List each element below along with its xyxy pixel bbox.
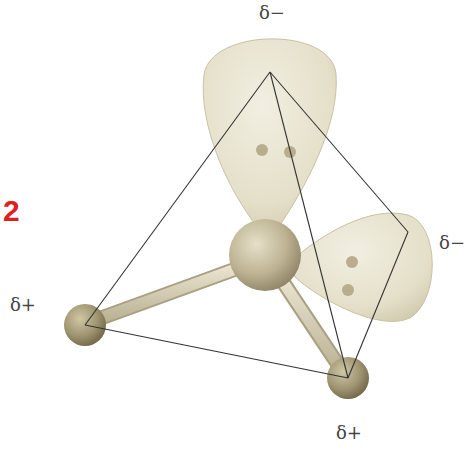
bond-stick [90,262,255,322]
figure-number: 2 [3,196,20,226]
oxygen-atom [229,219,301,291]
bond-stick [275,270,345,375]
partial-charge-label: δ− [259,4,285,22]
bond-stick [275,270,345,375]
bond-stick [90,262,255,322]
partial-charge-label: δ+ [336,424,362,442]
partial-charge-label: δ− [439,234,465,252]
tetrahedron-outline [85,72,408,378]
electron-dot [346,256,358,268]
lone-pair-lobe [203,39,336,228]
electron-dot [256,144,268,156]
lone-pair-lobe [290,213,432,321]
partial-charge-label: δ+ [10,296,36,314]
electron-dot [342,284,354,296]
